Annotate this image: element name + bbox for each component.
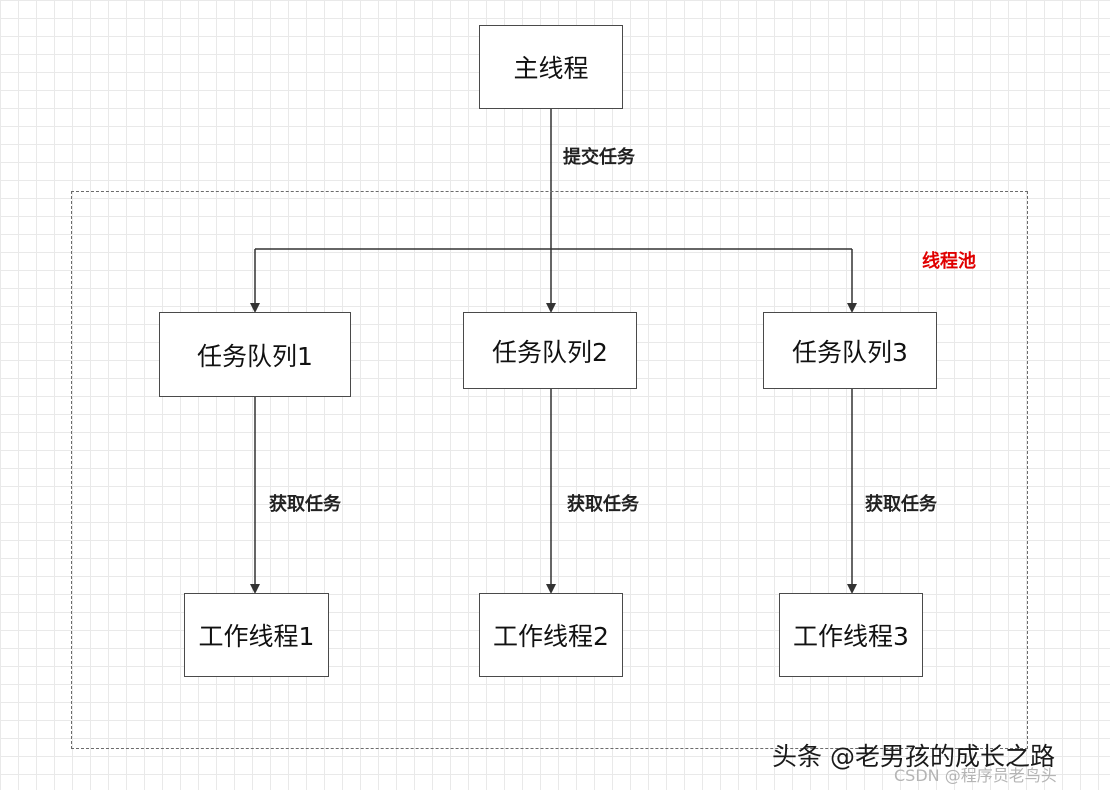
source-watermark: 头条 @老男孩的成长之路 — [772, 742, 1055, 771]
csdn-watermark: CSDN @程序员老鸟头 — [894, 766, 1057, 785]
submit-task-label: 提交任务 — [563, 147, 635, 168]
task-queue-1-node[interactable]: 任务队列1 — [159, 312, 351, 397]
thread-pool-boundary — [71, 191, 1028, 749]
fetch-task-label-2: 获取任务 — [567, 494, 639, 515]
worker-thread-3-node[interactable]: 工作线程3 — [779, 593, 923, 677]
worker-thread-1-node[interactable]: 工作线程1 — [184, 593, 329, 677]
fetch-task-label-1: 获取任务 — [269, 494, 341, 515]
worker-thread-2-node[interactable]: 工作线程2 — [479, 593, 623, 677]
task-queue-2-node[interactable]: 任务队列2 — [463, 312, 637, 389]
fetch-task-label-3: 获取任务 — [865, 494, 937, 515]
task-queue-3-node[interactable]: 任务队列3 — [763, 312, 937, 389]
thread-pool-label: 线程池 — [922, 251, 976, 272]
main-thread-node[interactable]: 主线程 — [479, 25, 623, 109]
